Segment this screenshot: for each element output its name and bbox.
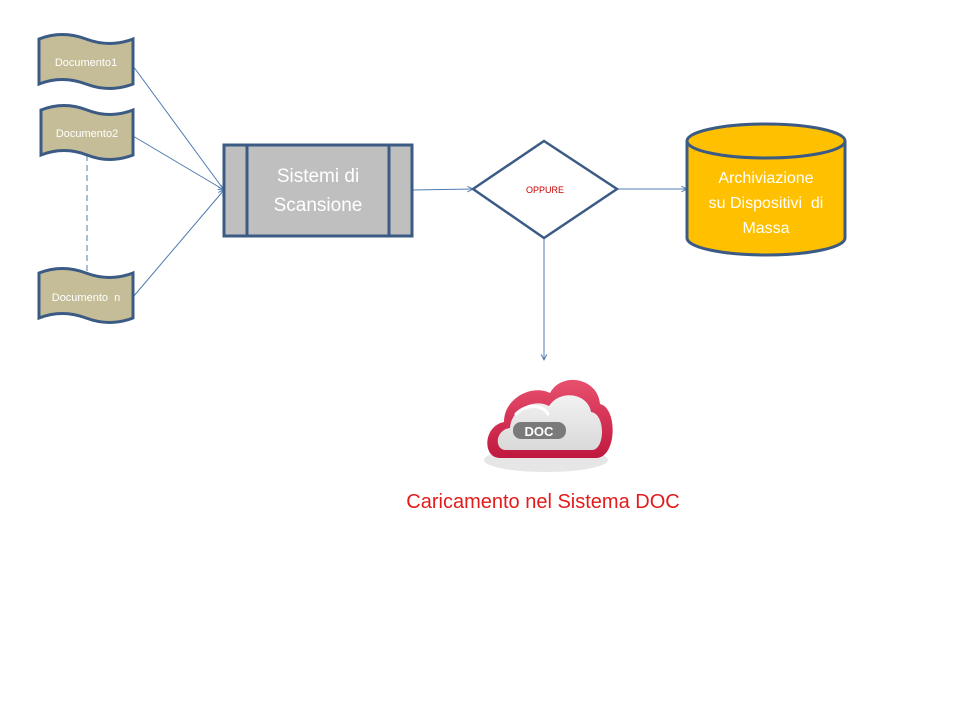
document-n: Documento n bbox=[37, 267, 135, 324]
decision-shape bbox=[470, 139, 620, 240]
connector-doc2-scanner bbox=[132, 135, 224, 190]
document-n-shape bbox=[37, 267, 135, 324]
storage-label-line1: Archiviazione bbox=[718, 170, 813, 187]
doc-cloud-logo: DOC bbox=[484, 379, 613, 472]
document-1-shape bbox=[37, 33, 135, 90]
storage-cylinder: Archiviazione su Dispositivi di Massa bbox=[685, 122, 847, 257]
storage-top-rim bbox=[685, 140, 847, 160]
cloud-logo-text: DOC bbox=[525, 424, 555, 439]
cloud-doc-badge bbox=[513, 422, 566, 439]
document-2-shape bbox=[39, 104, 135, 161]
decision-label: OPPURE bbox=[526, 185, 564, 195]
document-1: Documento1 bbox=[37, 33, 135, 90]
connectors bbox=[86, 65, 687, 360]
scanner-box: Sistemi di Scansione bbox=[222, 143, 414, 238]
scanner-label-line1: Sistemi di bbox=[277, 166, 359, 187]
scanner-shape bbox=[222, 143, 414, 238]
document-2: Documento2 bbox=[39, 104, 135, 161]
document-2-label: Documento2 bbox=[56, 128, 118, 140]
connector-scanner-decision bbox=[412, 189, 473, 190]
cloud-caption: Caricamento nel Sistema DOC bbox=[406, 491, 679, 513]
cloud-swoosh bbox=[514, 405, 550, 416]
document-n-label: Documento n bbox=[52, 292, 120, 304]
decision-diamond: OPPURE bbox=[470, 139, 620, 240]
connector-docn-scanner bbox=[132, 190, 224, 298]
scanner-label-line2: Scansione bbox=[274, 195, 363, 216]
storage-label-line3: Massa bbox=[742, 220, 789, 237]
storage-label-line2: su Dispositivi di bbox=[709, 195, 824, 212]
document-1-label: Documento1 bbox=[55, 57, 117, 69]
connector-doc1-scanner bbox=[132, 65, 224, 190]
